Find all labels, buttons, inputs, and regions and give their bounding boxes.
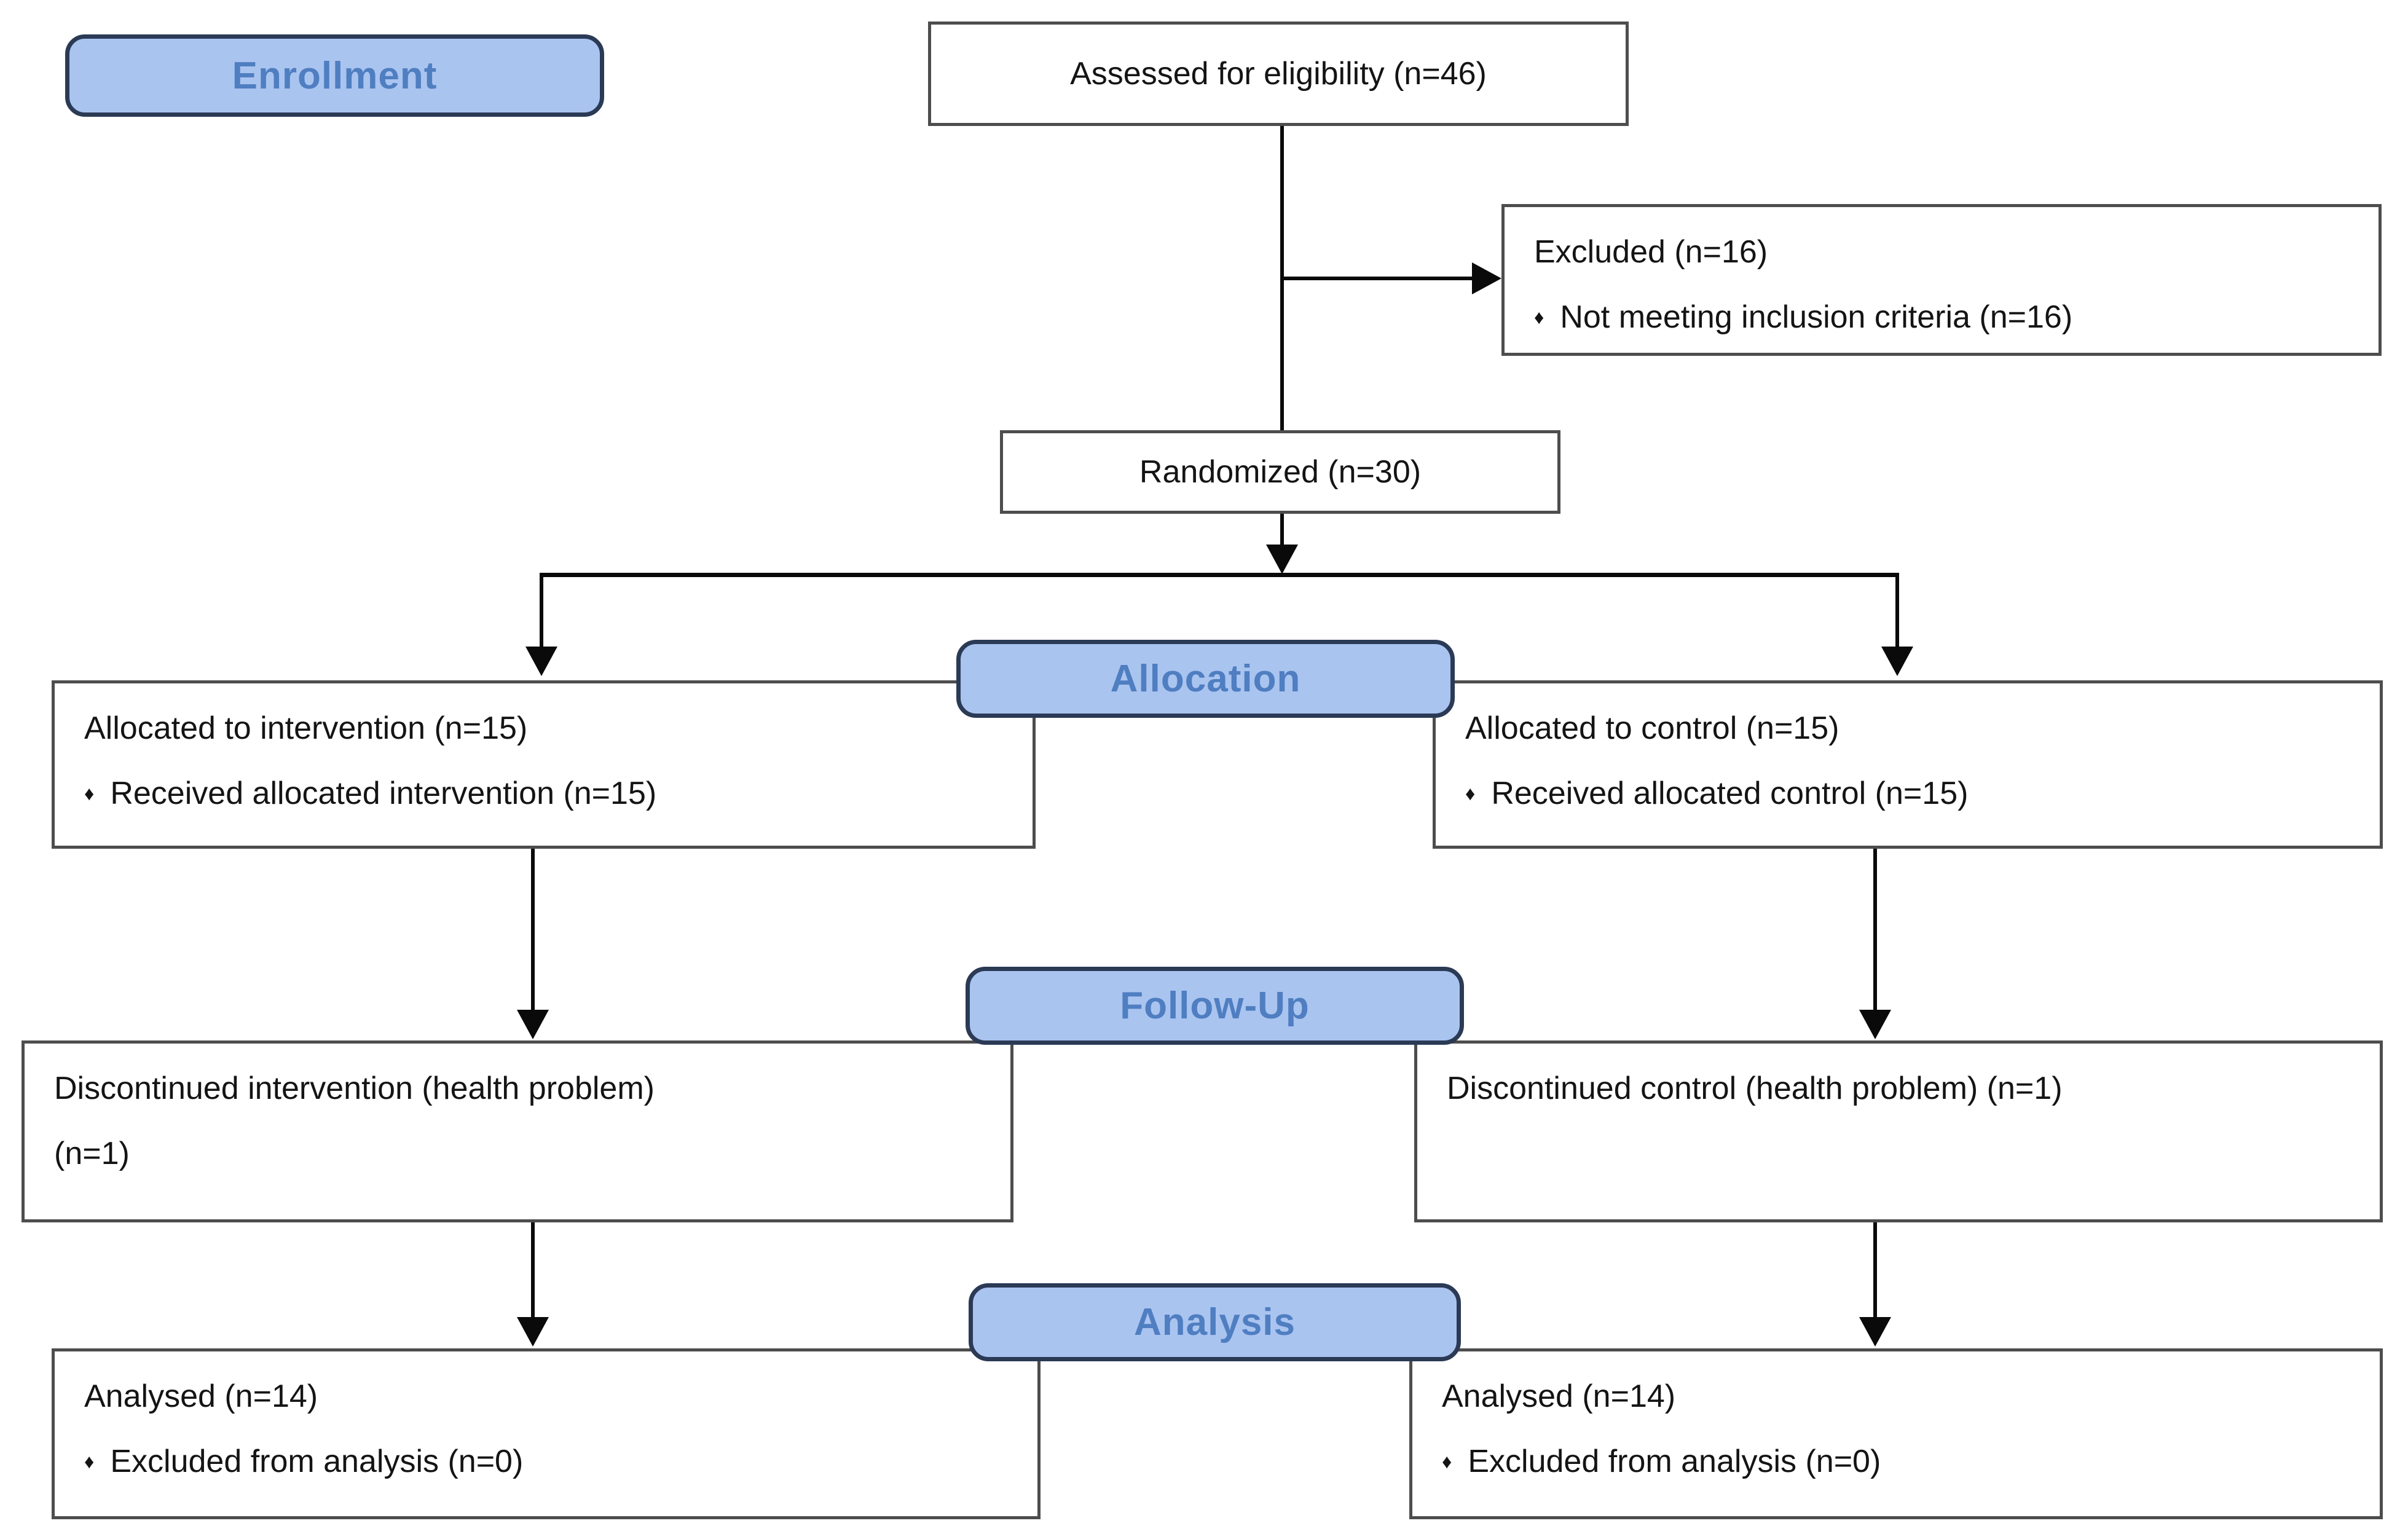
stage-badge-analysis: Analysis xyxy=(969,1283,1461,1361)
analysis-intervention-bullet-text: Excluded from analysis (n=0) xyxy=(110,1444,524,1480)
alloc-intervention-title: Allocated to intervention (n=15) xyxy=(84,710,528,746)
box-allocated-intervention: Allocated to intervention (n=15) ♦ Recei… xyxy=(52,680,1036,849)
stage-label-enrollment: Enrollment xyxy=(232,54,438,97)
arrowhead-branch-junction-icon xyxy=(1266,545,1298,574)
connector-branch-left-vertical xyxy=(540,573,543,648)
connector-branch-horizontal xyxy=(540,573,1899,577)
stage-badge-followup: Follow-Up xyxy=(966,967,1464,1045)
connector-fu-left-to-analysis xyxy=(531,1221,535,1318)
stage-badge-enrollment: Enrollment xyxy=(65,34,604,117)
arrowhead-analysis-right-icon xyxy=(1859,1317,1891,1347)
arrowhead-followup-right-icon xyxy=(1859,1010,1891,1039)
diamond-bullet-icon: ♦ xyxy=(1442,1450,1452,1473)
box-analysed-control: Analysed (n=14) ♦ Excluded from analysis… xyxy=(1409,1348,2383,1519)
diamond-bullet-icon: ♦ xyxy=(1465,782,1476,805)
box-randomized: Randomized (n=30) xyxy=(1000,430,1560,514)
arrowhead-followup-left-icon xyxy=(517,1010,549,1039)
connector-alloc-left-to-followup xyxy=(531,848,535,1011)
stage-badge-allocation: Allocation xyxy=(956,640,1455,718)
arrowhead-analysis-left-icon xyxy=(517,1317,549,1347)
box-discontinued-control: Discontinued control (health problem) (n… xyxy=(1414,1040,2383,1222)
alloc-control-bullet-row: ♦ Received allocated control (n=15) xyxy=(1465,774,2350,812)
connector-branch-right-vertical xyxy=(1895,573,1899,648)
box-analysed-intervention: Analysed (n=14) ♦ Excluded from analysis… xyxy=(52,1348,1041,1519)
stage-label-allocation: Allocation xyxy=(1110,658,1301,700)
excluded-title: Excluded (n=16) xyxy=(1534,234,1768,270)
excluded-bullet-row: ♦ Not meeting inclusion criteria (n=16) xyxy=(1534,298,2349,336)
connector-to-excluded xyxy=(1282,277,1474,280)
fu-control-line1: Discontinued control (health problem) (n… xyxy=(1447,1071,2063,1106)
diamond-bullet-icon: ♦ xyxy=(84,782,95,805)
diamond-bullet-icon: ♦ xyxy=(84,1450,95,1473)
analysis-control-bullet-text: Excluded from analysis (n=0) xyxy=(1468,1444,1881,1480)
analysis-intervention-bullet-row: ♦ Excluded from analysis (n=0) xyxy=(84,1442,1008,1481)
alloc-control-title: Allocated to control (n=15) xyxy=(1465,710,1839,746)
diamond-bullet-icon: ♦ xyxy=(1534,306,1544,329)
excluded-bullet-text: Not meeting inclusion criteria (n=16) xyxy=(1560,299,2073,336)
analysis-control-bullet-row: ♦ Excluded from analysis (n=0) xyxy=(1442,1442,2350,1481)
box-allocated-control: Allocated to control (n=15) ♦ Received a… xyxy=(1433,680,2383,849)
alloc-control-bullet-text: Received allocated control (n=15) xyxy=(1491,776,1969,812)
fu-intervention-line1: Discontinued intervention (health proble… xyxy=(54,1071,655,1106)
arrowhead-excluded-icon xyxy=(1472,262,1501,294)
connector-randomized-to-branch xyxy=(1280,513,1284,551)
box-assessed-eligibility: Assessed for eligibility (n=46) xyxy=(928,22,1629,126)
analysis-control-title: Analysed (n=14) xyxy=(1442,1379,1676,1414)
connector-alloc-right-to-followup xyxy=(1873,848,1877,1011)
connector-fu-right-to-analysis xyxy=(1873,1221,1877,1318)
box-excluded: Excluded (n=16) ♦ Not meeting inclusion … xyxy=(1501,204,2382,356)
stage-label-analysis: Analysis xyxy=(1133,1301,1296,1343)
analysis-intervention-title: Analysed (n=14) xyxy=(84,1379,318,1414)
box-discontinued-intervention: Discontinued intervention (health proble… xyxy=(22,1040,1013,1222)
fu-intervention-line2: (n=1) xyxy=(54,1136,130,1172)
arrowhead-allocation-right-icon xyxy=(1881,647,1913,676)
arrowhead-allocation-left-icon xyxy=(525,647,557,676)
stage-label-followup: Follow-Up xyxy=(1120,985,1310,1027)
alloc-intervention-bullet-row: ♦ Received allocated intervention (n=15) xyxy=(84,774,1003,812)
assessed-text: Assessed for eligibility (n=46) xyxy=(1070,55,1487,92)
randomized-text: Randomized (n=30) xyxy=(1139,454,1422,490)
alloc-intervention-bullet-text: Received allocated intervention (n=15) xyxy=(110,776,657,812)
